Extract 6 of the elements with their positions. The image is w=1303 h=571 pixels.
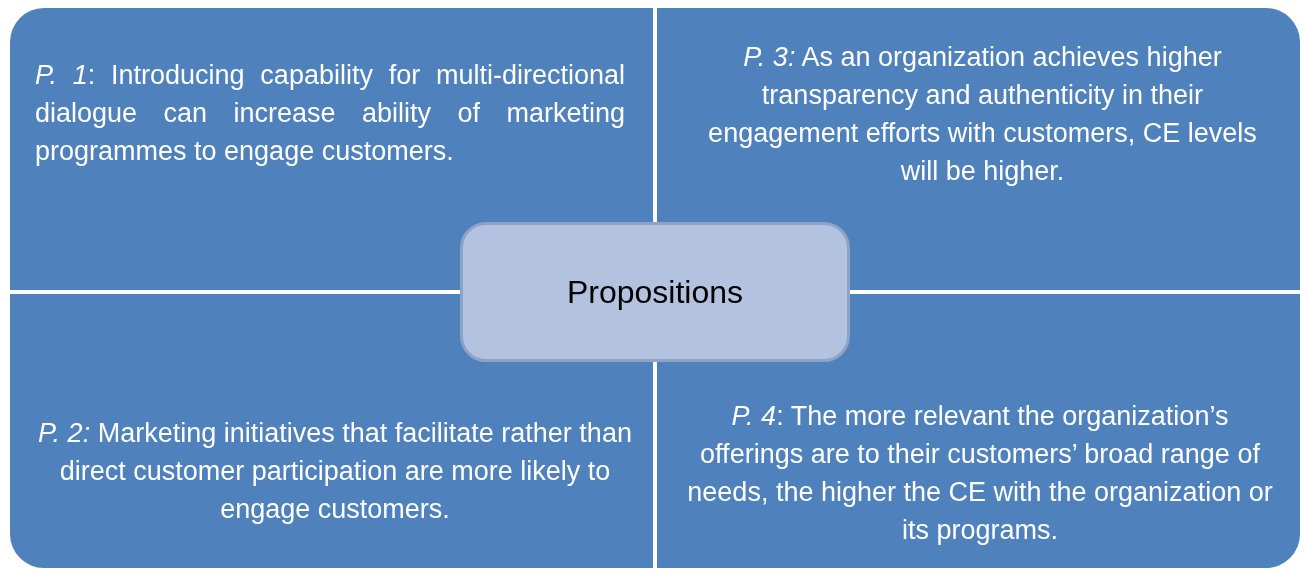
- proposition-text: P. 1: Introducing capability for multi-directional dialogue can increase ability of marketing programmes to engage customers.: [35, 59, 625, 168]
- proposition-text: P. 3: As an organization achieves higher transparency and authenticity in their engagement efforts with customers, CE levels will be higher.: [707, 41, 1258, 188]
- center-title: Propositions: [566, 273, 744, 311]
- proposition-text: P. 4: The more relevant the organization’s offerings are to their customers’ broad range of needs, the higher the CE with the organization or its programs.: [686, 400, 1274, 547]
- proposition-text: P. 2: Marketing initiatives that facilitate rather than direct customer participation are more likely to engage customers.: [37, 417, 633, 526]
- center-box: [460, 222, 850, 362]
